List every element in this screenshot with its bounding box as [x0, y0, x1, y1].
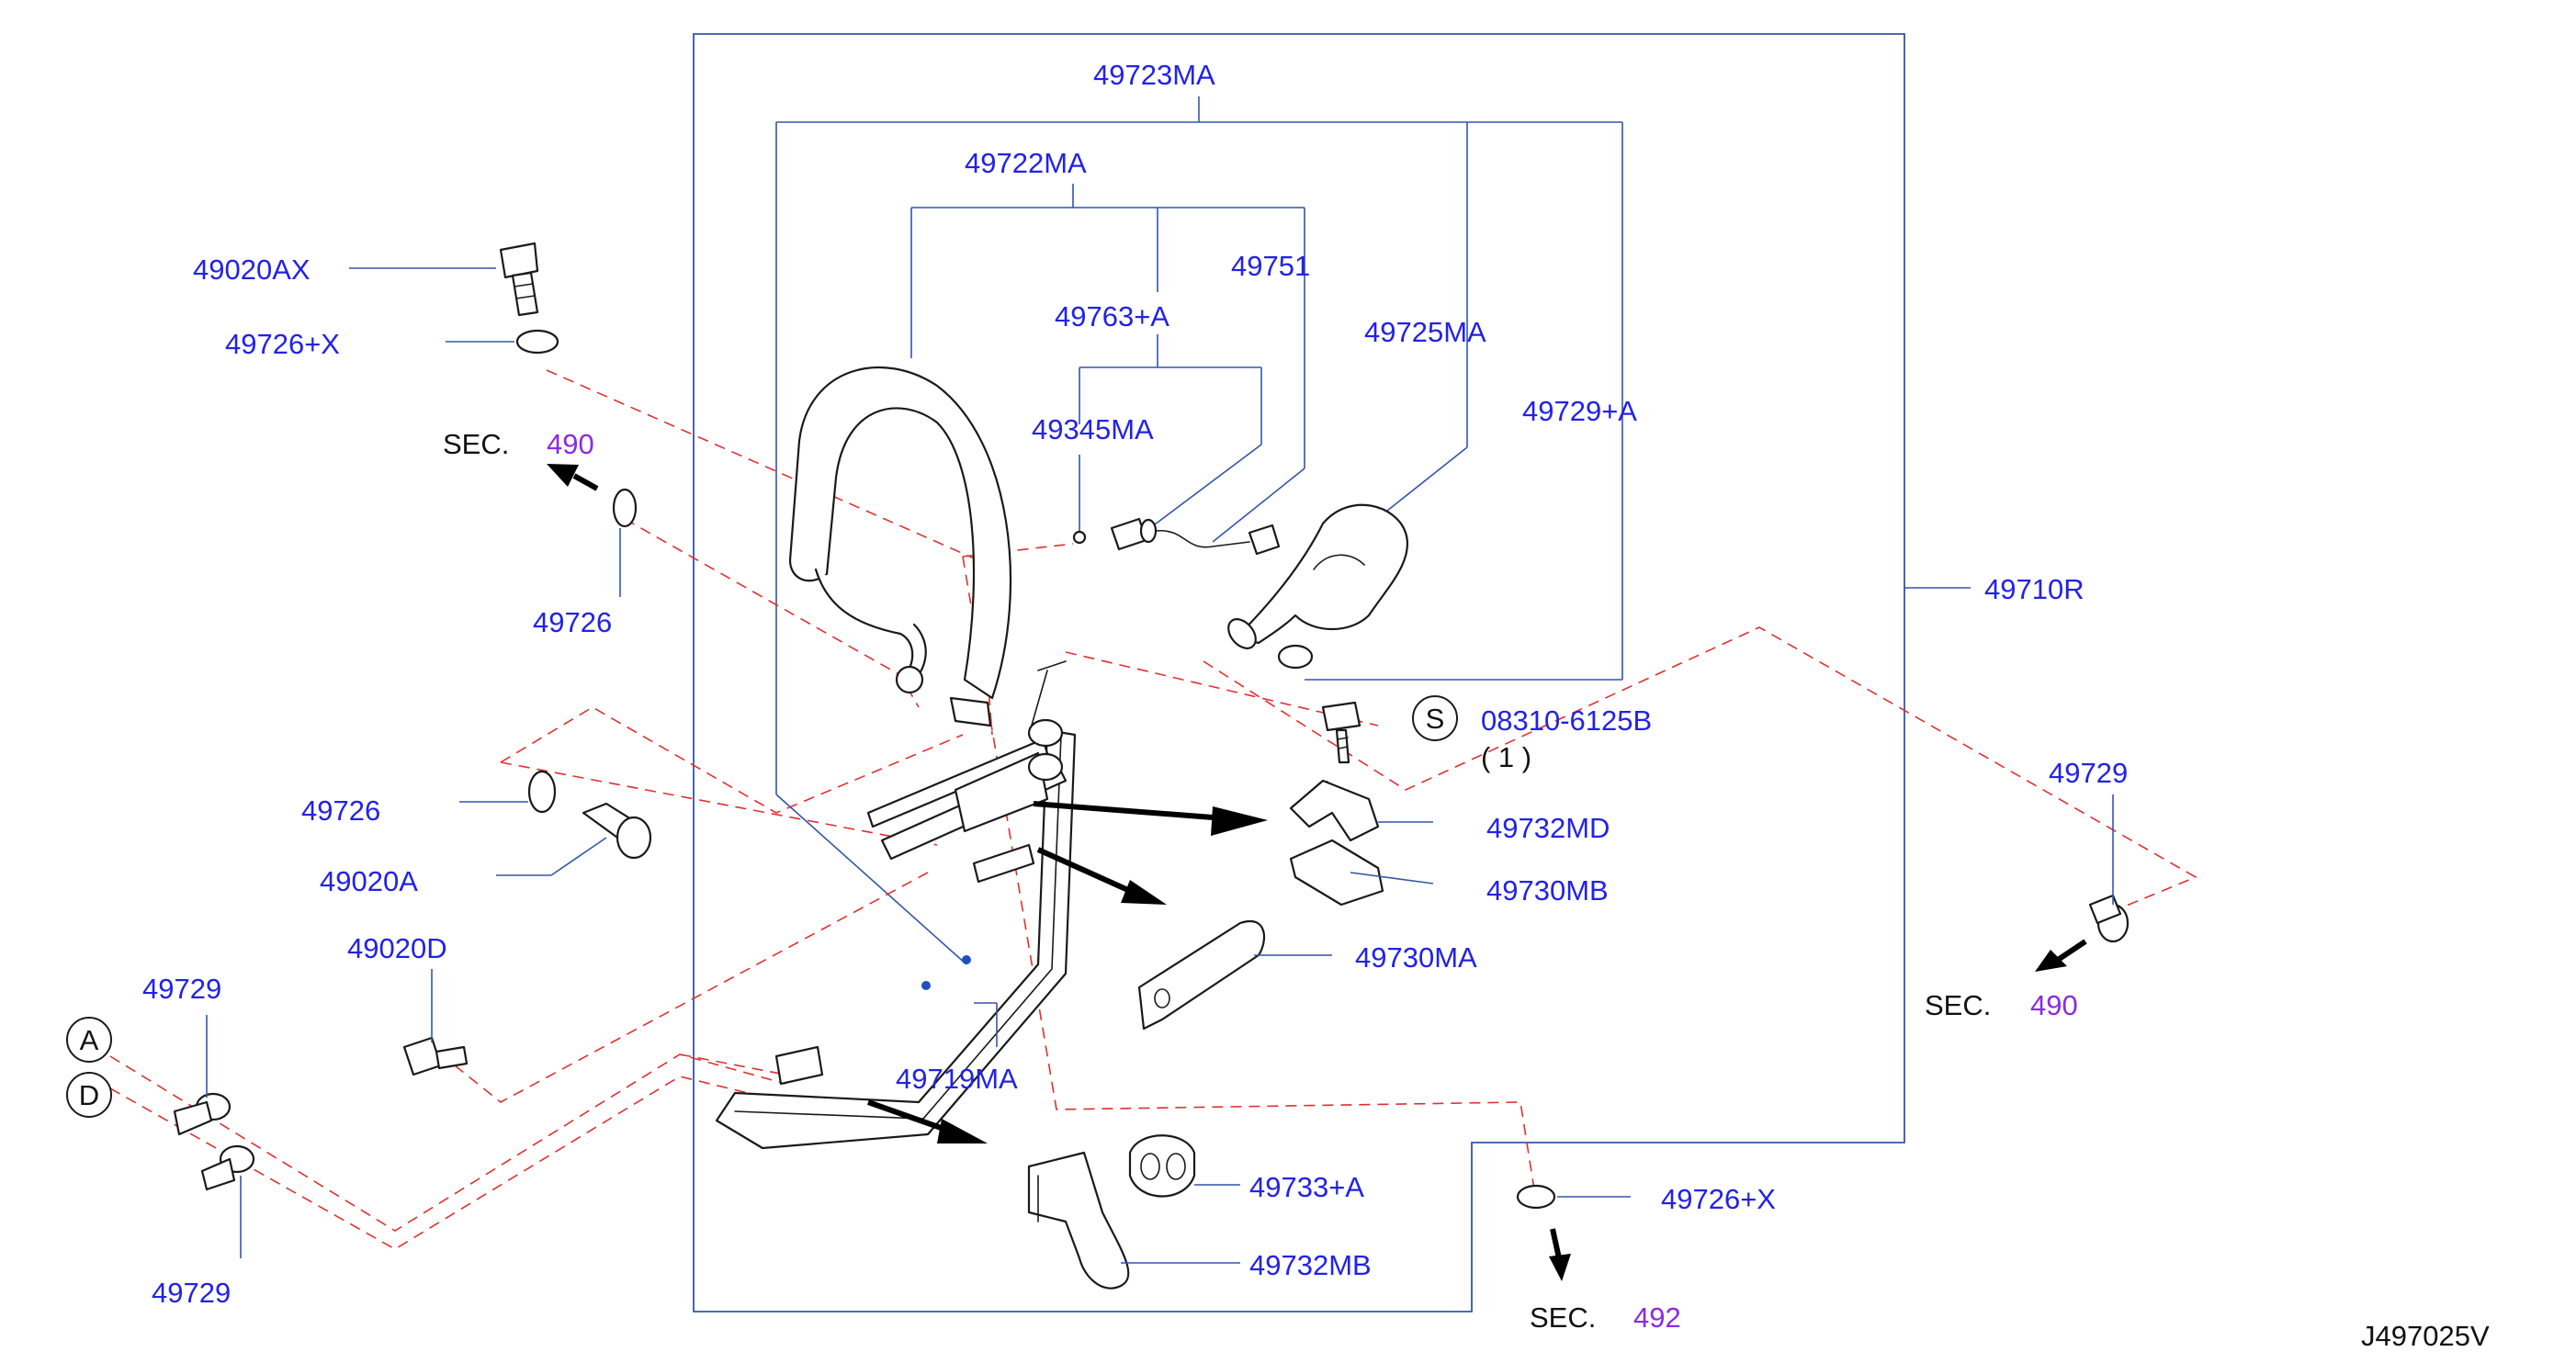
- marker-D: D: [66, 1072, 112, 1118]
- label-49020A: 49020A: [320, 865, 418, 897]
- label-49020D: 49020D: [347, 932, 447, 964]
- bolt-49020D: [402, 1036, 469, 1076]
- label-49726X-bottom: 49726+X: [1661, 1183, 1776, 1215]
- dashed-guides: [109, 369, 2198, 1250]
- washer-49726-b: [527, 770, 557, 814]
- label-49729-right: 49729: [2049, 757, 2128, 789]
- label-49725MA: 49725MA: [1364, 316, 1486, 348]
- label-49729A: 49729+A: [1522, 395, 1637, 427]
- label-49722MA: 49722MA: [965, 147, 1087, 179]
- clamp-49732MB: [1027, 1151, 1130, 1290]
- svg-text:SEC.: SEC.: [1530, 1301, 1596, 1334]
- svg-text:D: D: [79, 1079, 99, 1111]
- svg-text:SEC.: SEC.: [443, 428, 509, 460]
- svg-text:A: A: [80, 1024, 99, 1056]
- label-49733A: 49733+A: [1249, 1171, 1364, 1203]
- pressure-tube-49719MA: [715, 660, 1077, 1150]
- sec-ref-bottom[interactable]: SEC. 492: [1530, 1301, 1681, 1334]
- bolt-49020A: [582, 802, 652, 860]
- label-08310-qty: ( 1 ): [1481, 741, 1531, 773]
- label-49732MD: 49732MD: [1486, 812, 1610, 844]
- marker-S: S: [1412, 695, 1458, 741]
- grommet-49733A: [1128, 1134, 1196, 1198]
- washer-49726-a: [612, 488, 638, 528]
- label-49763A: 49763+A: [1055, 300, 1169, 332]
- label-49345MA: 49345MA: [1032, 413, 1154, 445]
- return-hose-49725MA: [1227, 503, 1408, 670]
- svg-text:492: 492: [1633, 1301, 1681, 1334]
- svg-text:S: S: [1426, 703, 1445, 735]
- bolt-49020AX: [499, 242, 539, 317]
- label-49020AX: 49020AX: [193, 253, 311, 286]
- label-49751: 49751: [1231, 250, 1310, 282]
- sec-ref-left[interactable]: SEC. 490: [443, 428, 594, 460]
- washer-49726X-bottom: [1516, 1184, 1556, 1210]
- label-08310-6125B: 08310-6125B: [1481, 704, 1652, 737]
- leader-49723MA: [775, 96, 1623, 965]
- diagram-id: J497025V: [2361, 1320, 2490, 1352]
- label-49726-b: 49726: [301, 794, 380, 827]
- label-49710R: 49710R: [1984, 573, 2085, 605]
- label-49726X-top: 49726+X: [225, 328, 340, 360]
- bolt-08310-6125B: [1321, 701, 1361, 764]
- marker-A: A: [66, 1017, 112, 1063]
- clamp-49732MD: [1289, 779, 1380, 842]
- sec-ref-right[interactable]: SEC. 490: [1925, 989, 2078, 1021]
- label-49730MB: 49730MB: [1486, 874, 1609, 907]
- label-49729-left-top: 49729: [142, 973, 221, 1005]
- label-49732MB: 49732MB: [1249, 1249, 1372, 1281]
- clip-49729-left-bottom: [200, 1144, 255, 1191]
- washer-49726X-top: [515, 329, 559, 355]
- rubber-49730MB: [1289, 839, 1384, 907]
- label-49723MA: 49723MA: [1093, 59, 1215, 91]
- arrows: [547, 464, 2087, 1281]
- power-steering-hose: [788, 366, 1012, 727]
- label-49726-a: 49726: [533, 606, 612, 638]
- leader-49722MA: [910, 184, 1305, 543]
- label-49729-left-bottom: 49729: [152, 1277, 231, 1309]
- svg-text:490: 490: [547, 428, 594, 460]
- label-49719MA: 49719MA: [896, 1063, 1018, 1095]
- svg-text:SEC.: SEC.: [1925, 989, 1991, 1021]
- label-49730MA: 49730MA: [1355, 941, 1477, 974]
- leaders: [206, 267, 2114, 1264]
- bracket-49730MA: [1137, 919, 1266, 1031]
- pressure-switch-49751: [1072, 517, 1281, 556]
- assembly-frame: [693, 33, 1905, 1312]
- svg-text:490: 490: [2030, 989, 2078, 1021]
- clip-49729-right: [2088, 894, 2130, 943]
- clip-49729-left-top: [173, 1092, 232, 1136]
